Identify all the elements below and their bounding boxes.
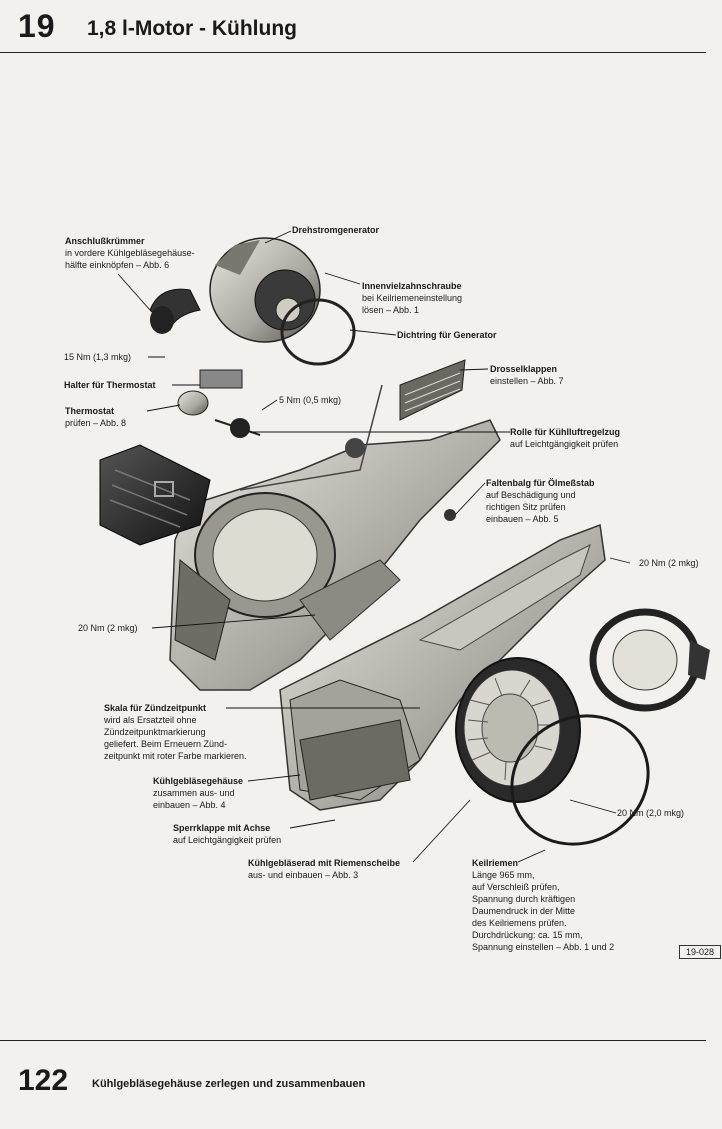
- cover-plate: [99, 444, 211, 546]
- front-housing-half: [279, 523, 606, 811]
- label-torque-15nm: 15 Nm (1,3 mkg): [64, 352, 132, 362]
- label-v-belt: Keilriemen Länge 965 mm, auf Verschleiß …: [472, 858, 615, 952]
- label-fan-housing: Kühlgebläsegehäuse zusammen aus- und ein…: [153, 776, 244, 810]
- label-flap-axle: Sperrklappe mit Achse auf Leichtgängigke…: [173, 823, 282, 845]
- control-cable: [239, 384, 383, 491]
- label-timing-scale: Skala für Zündzeitpunkt wird als Ersatzt…: [104, 703, 247, 761]
- leader-lines: [117, 230, 631, 863]
- footer-rule: [0, 1040, 706, 1041]
- label-throttle-flaps: Drosselklappen einstellen – Abb. 7: [490, 364, 564, 386]
- fan-wheel: [455, 657, 581, 803]
- footer-title: Kühlgebläsegehäuse zerlegen und zusammen…: [92, 1078, 366, 1090]
- throttle-flaps: [399, 359, 466, 421]
- thermostat-parts: [177, 369, 261, 438]
- label-cable-roller: Rolle für Kühlluftregelzug auf Leichtgän…: [510, 427, 620, 449]
- figure-code: 19-028: [679, 945, 721, 959]
- connecting-elbow: [149, 288, 201, 334]
- header-rule: [0, 52, 706, 53]
- label-connecting-elbow: Anschlußkrümmer in vordere Kühlgebläsege…: [65, 236, 195, 270]
- label-thermostat: Thermostat prüfen – Abb. 8: [65, 406, 127, 428]
- label-torque-20nm-right: 20 Nm (2 mkg): [639, 558, 699, 568]
- label-generator-seal: Dichtring für Generator: [397, 330, 497, 340]
- grommet: [345, 438, 365, 458]
- label-torque-20nm-fan: 20 Nm (2,0 mkg): [617, 808, 685, 818]
- label-alternator: Drehstromgenerator: [292, 225, 380, 235]
- page-number: 122: [18, 1064, 69, 1097]
- label-torque-20nm-left: 20 Nm (2 mkg): [78, 623, 138, 633]
- label-dipstick-boot: Faltenbalg für Ölmeßstab auf Beschädigun…: [486, 478, 595, 524]
- page-title: 1,8 l-Motor - Kühlung: [87, 17, 297, 40]
- label-fan-wheel: Kühlgebläserad mit Riemenscheibe aus- un…: [248, 858, 401, 880]
- label-torque-5nm: 5 Nm (0,5 mkg): [279, 395, 342, 405]
- chapter-number: 19: [18, 8, 56, 44]
- pulley-and-belt: [510, 608, 710, 846]
- oil-dipstick-boot: [444, 509, 456, 521]
- label-splined-screw: Innenvielzahnschraube bei Keilriemeneins…: [362, 281, 463, 315]
- alternator: [209, 237, 356, 366]
- label-thermostat-bracket: Halter für Thermostat: [64, 380, 156, 390]
